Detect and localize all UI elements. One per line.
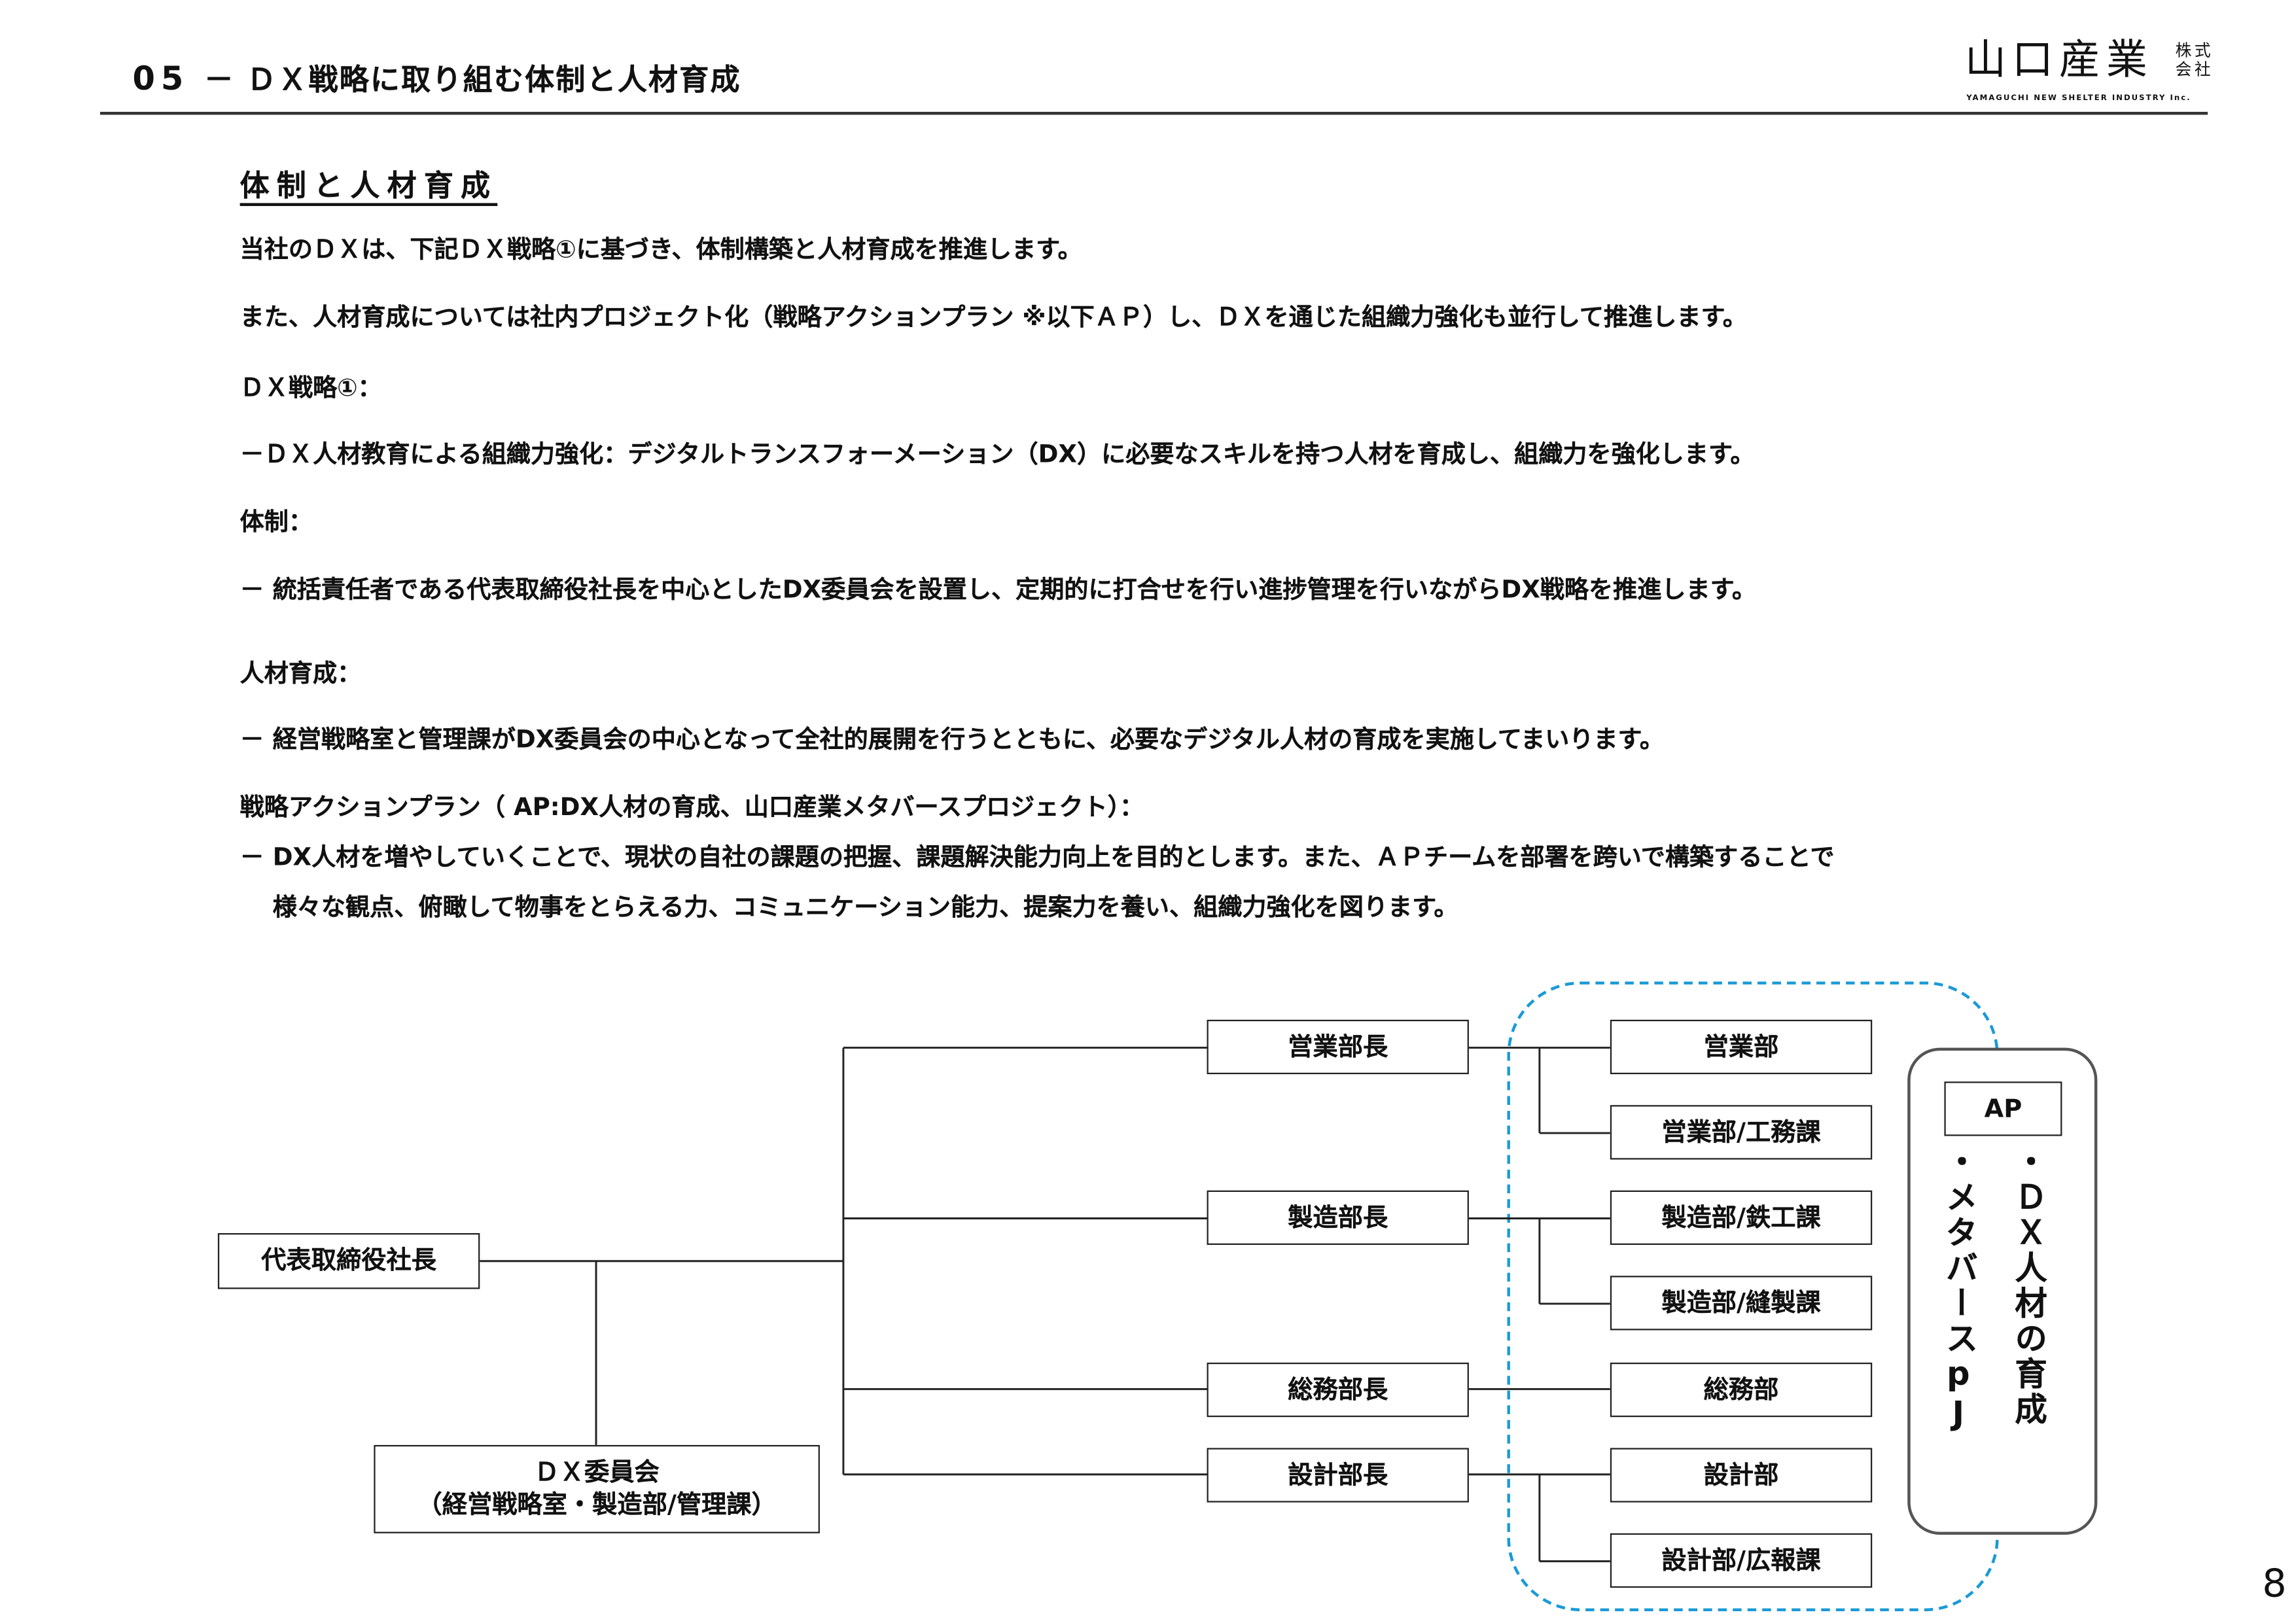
org-department: 営業部 bbox=[1610, 1019, 1873, 1075]
department-label: 製造部/縫製課 bbox=[1661, 1288, 1821, 1318]
company-logo-suffix: 株式会社 bbox=[2175, 41, 2214, 80]
slide-header: 05 － ＤＸ戦略に取り組む体制と人材育成 bbox=[132, 56, 741, 98]
department-label: 設計部/広報課 bbox=[1661, 1545, 1821, 1575]
ap-label: AP bbox=[1984, 1094, 2022, 1124]
ap-item-dx-talent: ・ＤＸ人材の育成 bbox=[2009, 1145, 2046, 1427]
department-label: 設計部 bbox=[1703, 1460, 1779, 1490]
org-department: 製造部/鉄工課 bbox=[1610, 1190, 1873, 1245]
org-president: 代表取締役社長 bbox=[217, 1232, 480, 1289]
body-line: ＤＸ戦略①： bbox=[239, 374, 382, 402]
department-label: 営業部 bbox=[1703, 1032, 1779, 1062]
body-line: －ＤＸ人材教育による組織力強化：デジタルトランスフォーメーション（DX）に必要な… bbox=[239, 440, 1755, 468]
section-title: 体制と人材育成 bbox=[239, 167, 498, 203]
org-dx-committee: ＤＸ委員会（経営戦略室・製造部/管理課） bbox=[374, 1444, 820, 1533]
body-line: － DX人材を増やしていくことで、現状の自社の課題の把握、課題解決能力向上を目的… bbox=[239, 843, 1835, 871]
ap-label-box: AP bbox=[1944, 1081, 2062, 1136]
body-line: 当社のＤＸは、下記ＤＸ戦略①に基づき、体制構築と人材育成を推進します。 bbox=[239, 235, 1082, 264]
header-divider bbox=[99, 111, 2208, 114]
company-logo-english: YAMAGUCHI NEW SHELTER INDUSTRY Inc. bbox=[1966, 94, 2191, 103]
body-line: － 統括責任者である代表取締役社長を中心としたDX委員会を設置し、定期的に打合せ… bbox=[239, 575, 1757, 604]
org-department: 総務部 bbox=[1610, 1362, 1873, 1418]
manager-label: 営業部長 bbox=[1288, 1032, 1388, 1062]
page-number: 8 bbox=[2262, 1562, 2287, 1607]
ap-item-metaverse: ・メタバースpJ bbox=[1939, 1145, 1977, 1437]
body-line: また、人材育成については社内プロジェクト化（戦略アクションプラン ※以下ＡＰ）し… bbox=[239, 303, 1748, 332]
org-department: 営業部/工務課 bbox=[1610, 1105, 1873, 1160]
org-department: 製造部/縫製課 bbox=[1610, 1276, 1873, 1331]
body-line: － 経営戦略室と管理課がDX委員会の中心となって全社的展開を行うとともに、必要な… bbox=[239, 725, 1665, 754]
org-manager: 営業部長 bbox=[1207, 1019, 1469, 1075]
manager-label: 総務部長 bbox=[1288, 1375, 1388, 1405]
org-department: 設計部/広報課 bbox=[1610, 1533, 1873, 1588]
org-manager: 設計部長 bbox=[1207, 1448, 1469, 1503]
slide-title: － ＤＸ戦略に取り組む体制と人材育成 bbox=[203, 61, 741, 97]
org-department: 設計部 bbox=[1610, 1448, 1873, 1503]
company-logo: 山口産業 bbox=[1964, 35, 2153, 84]
org-manager: 製造部長 bbox=[1207, 1190, 1469, 1245]
committee-name: ＤＸ委員会 bbox=[534, 1458, 660, 1488]
body-line: 人材育成： bbox=[239, 659, 362, 688]
manager-label: 設計部長 bbox=[1288, 1460, 1388, 1490]
committee-members: （経営戦略室・製造部/管理課） bbox=[417, 1490, 777, 1520]
body-line: 体制： bbox=[239, 508, 313, 536]
department-label: 製造部/鉄工課 bbox=[1661, 1202, 1821, 1232]
department-label: 営業部/工務課 bbox=[1661, 1117, 1821, 1147]
body-line: 様々な観点、俯瞰して物事をとらえる力、コミュニケーション能力、提案力を養い、組織… bbox=[239, 893, 1458, 922]
org-president-label: 代表取締役社長 bbox=[261, 1246, 436, 1276]
manager-label: 製造部長 bbox=[1288, 1202, 1388, 1232]
section-number: 05 bbox=[132, 61, 190, 99]
department-label: 総務部 bbox=[1703, 1375, 1779, 1405]
org-manager: 総務部長 bbox=[1207, 1362, 1469, 1418]
body-line: 戦略アクションプラン（ AP:DX人材の育成、山口産業メタバースプロジェクト）： bbox=[239, 793, 1144, 822]
